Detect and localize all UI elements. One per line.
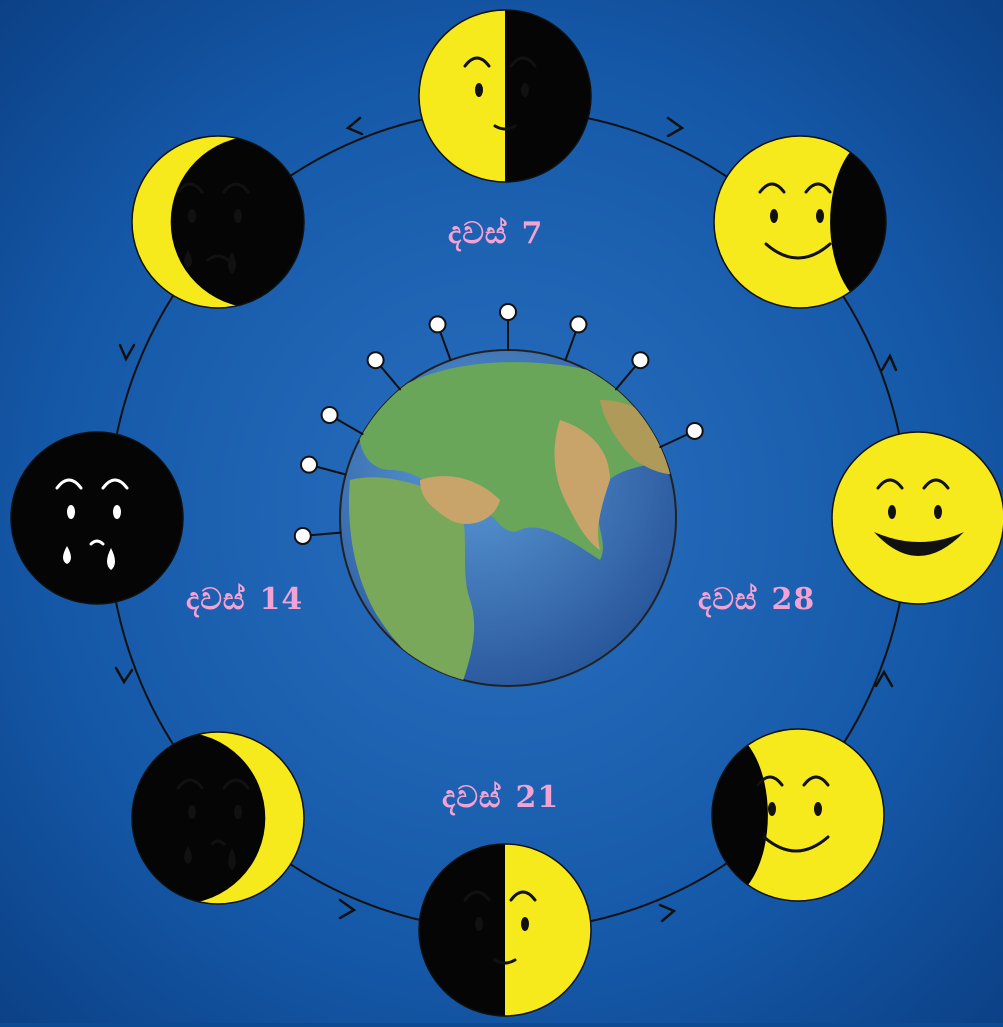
day-28-number: 28	[771, 582, 815, 617]
moon-eye-right	[934, 505, 942, 519]
moon-eye-left	[67, 505, 75, 519]
moon-eye-right	[816, 209, 824, 223]
moon-eye-left	[188, 209, 196, 223]
moon-eye-left	[768, 802, 776, 816]
day-14-word: දවස්	[186, 582, 245, 617]
moon-eye-right	[113, 505, 121, 519]
moon-eye-left	[475, 83, 483, 97]
moon-third-quarter	[419, 10, 591, 182]
day-14-label: දවස් 14	[186, 582, 303, 617]
day-21-number: 21	[515, 780, 559, 815]
day-7-word: දවස්	[448, 216, 507, 251]
moon-eye-left	[888, 505, 896, 519]
day-21-word: දවස්	[442, 780, 501, 815]
moon-eye-right	[521, 83, 529, 97]
moon-eye-left	[188, 805, 196, 819]
moon-new-moon	[11, 432, 183, 604]
day-28-word: දවස්	[698, 582, 757, 617]
day-21-label: දවස් 21	[442, 780, 559, 815]
moon-full-moon	[832, 432, 1003, 604]
moon-eye-right	[234, 209, 242, 223]
moon-eye-right	[814, 802, 822, 816]
moon-eye-right	[234, 805, 242, 819]
moon-first-quarter	[419, 844, 591, 1016]
moon-eye-right	[521, 917, 529, 931]
day-7-label: දවස් 7	[448, 216, 543, 251]
moon-eye-left	[475, 917, 483, 931]
moon-eye-left	[770, 209, 778, 223]
day-28-label: දවස් 28	[698, 582, 815, 617]
day-7-number: 7	[521, 216, 543, 251]
day-14-number: 14	[259, 582, 303, 617]
